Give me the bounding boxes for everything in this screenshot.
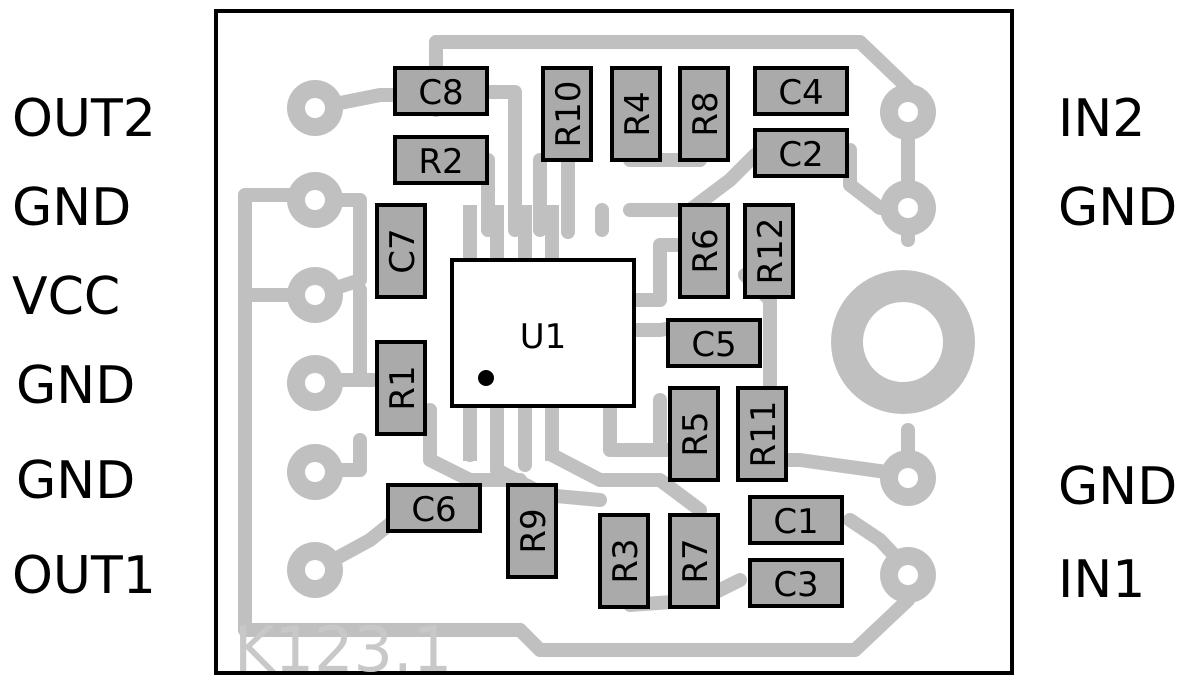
component-label-c5: C5 <box>691 325 736 365</box>
pad-left-out2 <box>287 80 343 136</box>
component-body-r11 <box>736 386 788 482</box>
component-body-r6 <box>678 203 730 299</box>
pad-left-gnd-2 <box>287 355 343 411</box>
right-pin-labels: IN2 GND GND IN1 <box>1058 89 1177 610</box>
component-c7: C7 <box>375 203 427 299</box>
component-c2: C2 <box>753 128 849 178</box>
component-label-r5: R5 <box>676 411 716 456</box>
component-label-r2: R2 <box>418 142 463 182</box>
board-label: K123.1 <box>234 613 452 683</box>
component-label-r10: R10 <box>549 81 589 148</box>
component-r9: R9 <box>506 483 558 579</box>
pin-label-gnd-r1: GND <box>1058 178 1177 238</box>
component-r11: R11 <box>736 386 788 482</box>
component-body-r7 <box>668 513 720 609</box>
component-label-r6: R6 <box>686 228 726 273</box>
component-label-r3: R3 <box>606 538 646 583</box>
pad-right-in2 <box>880 84 936 140</box>
pad-left-gnd-3 <box>287 444 343 500</box>
component-body-r4 <box>610 66 662 162</box>
component-body-c3 <box>748 558 844 608</box>
component-body-c6 <box>386 483 482 533</box>
pin-label-vcc: VCC <box>12 267 120 327</box>
pin-label-in2: IN2 <box>1058 89 1145 149</box>
component-label-c8: C8 <box>418 73 463 113</box>
component-body-r5 <box>668 386 720 482</box>
ic-legs <box>463 205 559 461</box>
component-c5: C5 <box>666 318 762 368</box>
left-pin-labels: OUT2 GND VCC GND GND OUT1 <box>12 89 156 606</box>
component-c3: C3 <box>748 558 844 608</box>
pad-left-out1 <box>287 542 343 598</box>
component-body-r8 <box>678 66 730 162</box>
component-r3: R3 <box>598 513 650 609</box>
component-body-r9 <box>506 483 558 579</box>
component-r7: R7 <box>668 513 720 609</box>
pin-label-gnd-r2: GND <box>1058 457 1177 517</box>
pad-left-vcc <box>287 267 343 323</box>
pin-label-gnd-1: GND <box>12 178 131 238</box>
pad-right-in1 <box>880 547 936 603</box>
component-r5: R5 <box>668 386 720 482</box>
component-r8: R8 <box>678 66 730 162</box>
component-label-r12: R12 <box>751 218 791 285</box>
pin-label-gnd-2: GND <box>16 356 135 416</box>
component-label-c2: C2 <box>778 135 823 175</box>
pads <box>287 80 975 603</box>
component-label-r7: R7 <box>676 538 716 583</box>
component-r2: R2 <box>393 135 489 185</box>
pin-label-in1: IN1 <box>1058 550 1145 610</box>
component-c1: C1 <box>748 495 844 545</box>
component-r1: R1 <box>375 340 427 436</box>
pad-right-gnd-r2 <box>880 450 936 506</box>
component-label-c4: C4 <box>778 73 823 113</box>
component-label-c7: C7 <box>383 228 423 273</box>
component-r12: R12 <box>743 203 795 299</box>
ic-pin1-dot <box>478 370 494 386</box>
component-c8: C8 <box>393 66 489 116</box>
pad-right-gnd-r1 <box>880 180 936 236</box>
component-label-r11: R11 <box>744 401 784 468</box>
pad-left-gnd-1 <box>287 172 343 228</box>
component-label-r8: R8 <box>686 91 726 136</box>
component-body-c8 <box>393 66 489 116</box>
component-r4: R4 <box>610 66 662 162</box>
component-label-r9: R9 <box>514 508 554 553</box>
component-c4: C4 <box>753 66 849 116</box>
component-r6: R6 <box>678 203 730 299</box>
component-body-r10 <box>541 66 593 162</box>
component-body-r2 <box>393 135 489 185</box>
mounting-hole <box>831 270 975 414</box>
component-label-c1: C1 <box>773 502 818 542</box>
component-body-r1 <box>375 340 427 436</box>
component-body-c4 <box>753 66 849 116</box>
component-body-c7 <box>375 203 427 299</box>
ic-label: U1 <box>520 317 567 357</box>
component-label-c3: C3 <box>773 565 818 605</box>
ic-u1: U1 <box>450 258 636 408</box>
component-label-r1: R1 <box>383 365 423 410</box>
component-r10: R10 <box>541 66 593 162</box>
component-body-c1 <box>748 495 844 545</box>
pin-label-gnd-3: GND <box>16 451 135 511</box>
component-body-r3 <box>598 513 650 609</box>
component-body-c5 <box>666 318 762 368</box>
component-label-r4: R4 <box>618 91 658 136</box>
component-body-r12 <box>743 203 795 299</box>
component-body-c2 <box>753 128 849 178</box>
component-label-c6: C6 <box>411 490 456 530</box>
pin-label-out2: OUT2 <box>12 89 156 149</box>
pin-label-out1: OUT1 <box>12 546 156 606</box>
component-c6: C6 <box>386 483 482 533</box>
